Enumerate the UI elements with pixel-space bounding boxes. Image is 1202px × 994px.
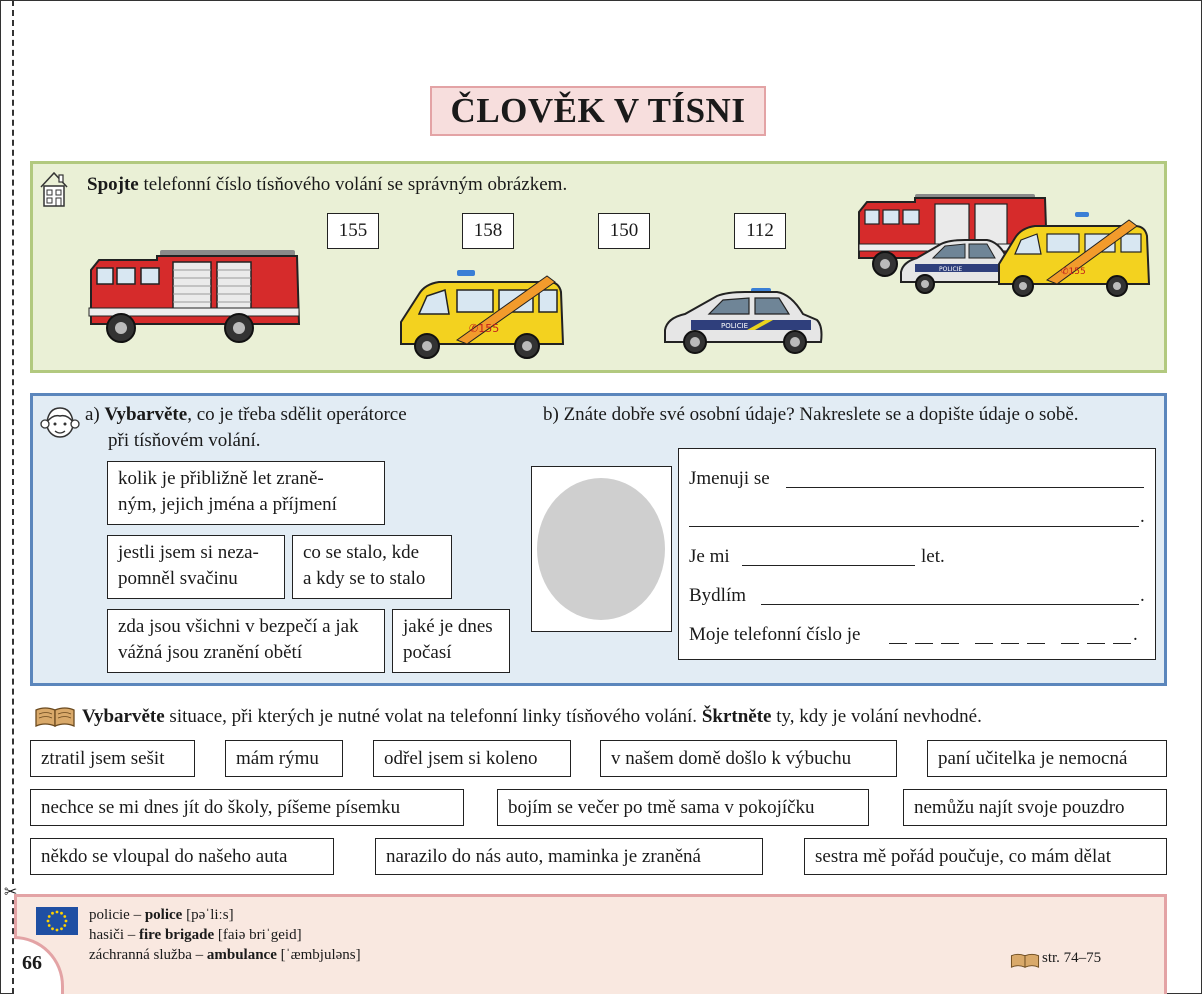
book-icon-reference (1010, 953, 1040, 968)
cut-line (12, 0, 14, 994)
name-label: Jmenuji se (689, 468, 770, 489)
self-portrait-frame[interactable] (531, 466, 672, 632)
situation-teacher-sick[interactable]: paní učitelka je nemocná (927, 740, 1167, 777)
phone-digit-8[interactable] (1087, 643, 1105, 644)
age-label: Je mi (689, 546, 730, 567)
phone-digit-3[interactable] (941, 643, 959, 644)
fire-truck-image[interactable] (85, 248, 305, 344)
name-line-1[interactable] (786, 487, 1144, 488)
phone-digit-6[interactable] (1027, 643, 1045, 644)
police-car-image[interactable]: POLICIE (661, 286, 825, 358)
phone-period: . (1133, 624, 1138, 645)
section1-instruction: Spojte telefonní číslo tísňového volání … (87, 174, 568, 195)
phone-digit-9[interactable] (1113, 643, 1131, 644)
phone-digit-7[interactable] (1061, 643, 1079, 644)
name-line-2[interactable] (689, 526, 1139, 527)
phone-digit-1[interactable] (889, 643, 907, 644)
situation-runny-nose[interactable]: mám rýmu (225, 740, 343, 777)
situation-lost-notebook[interactable]: ztratil jsem sešit (30, 740, 195, 777)
option-injured-info[interactable]: kolik je přibližně let zraně-ným, jejich… (107, 461, 385, 525)
vocab-police: policie – police [pəˈliːs] (89, 907, 234, 923)
address-period: . (1140, 585, 1145, 606)
number-box-150[interactable]: 150 (598, 213, 650, 249)
footer-vocabulary (14, 894, 1167, 994)
ambulance-image[interactable]: ✆155 (397, 270, 567, 360)
phone-label: Moje telefonní číslo je (689, 624, 861, 645)
phone-digit-4[interactable] (975, 643, 993, 644)
portrait-oval (537, 478, 665, 620)
house-icon (40, 171, 68, 207)
situation-car-break-in[interactable]: někdo se vloupal do našeho auta (30, 838, 334, 875)
address-line[interactable] (761, 604, 1139, 605)
vocab-fire-brigade: hasiči – fire brigade [faiə briˈgeid] (89, 927, 302, 943)
svg-text:✆155: ✆155 (469, 322, 499, 335)
personal-info-form: Jmenuji se . Je mi let. Bydlím . Moje te… (678, 448, 1156, 660)
option-forgot-snack[interactable]: jestli jsem si neza-pomněl svačinu (107, 535, 285, 599)
situation-scraped-knee[interactable]: odřel jsem si koleno (373, 740, 571, 777)
phone-digit-2[interactable] (915, 643, 933, 644)
situation-pencil-case[interactable]: nemůžu najít svoje pouzdro (903, 789, 1167, 826)
svg-text:POLICIE: POLICIE (721, 322, 748, 330)
situation-car-crash[interactable]: narazilo do nás auto, maminka je zraněná (375, 838, 763, 875)
number-box-158[interactable]: 158 (462, 213, 514, 249)
girl-face-icon (40, 407, 80, 438)
number-box-112[interactable]: 112 (734, 213, 786, 249)
section-match-numbers: Spojte telefonní číslo tísňového volání … (30, 161, 1167, 373)
svg-text:POLICIE: POLICIE (939, 266, 962, 273)
address-label: Bydlím (689, 585, 747, 606)
phone-digit-5[interactable] (1001, 643, 1019, 644)
situation-skip-school[interactable]: nechce se mi dnes jít do školy, píšeme p… (30, 789, 464, 826)
svg-text:✆155: ✆155 (1061, 267, 1086, 277)
part-a-instruction-line2: při tísňovém volání. (108, 430, 261, 451)
book-icon (35, 707, 75, 727)
page-title: ČLOVĚK V TÍSNI (430, 86, 766, 136)
number-box-155[interactable]: 155 (327, 213, 379, 249)
all-vehicles-image[interactable]: POLICIE ✆155 (855, 192, 1151, 300)
situation-sister-lecturing[interactable]: sestra mě pořád poučuje, co mám dělat (804, 838, 1167, 875)
textbook-reference: str. 74–75 (1042, 950, 1102, 966)
section3-instruction: Vybarvěte situace, při kterých je nutné … (82, 706, 982, 727)
situation-afraid-dark[interactable]: bojím se večer po tmě sama v pokojíčku (497, 789, 869, 826)
vocab-ambulance: záchranná služba – ambulance [ˈæmbjuləns… (89, 947, 361, 963)
age-line[interactable] (742, 565, 915, 566)
page-number: 66 (22, 952, 42, 974)
eu-flag-icon (36, 907, 78, 935)
part-a-instruction: a) Vybarvěte, co je třeba sdělit operáto… (85, 404, 407, 425)
age-suffix: let. (921, 546, 945, 567)
part-b-instruction: b) Znáte dobře své osobní údaje? Nakresl… (543, 404, 1079, 425)
situation-explosion[interactable]: v našem domě došlo k výbuchu (600, 740, 897, 777)
section-personal-info: a) Vybarvěte, co je třeba sdělit operáto… (30, 393, 1167, 686)
name-period: . (1140, 506, 1145, 527)
